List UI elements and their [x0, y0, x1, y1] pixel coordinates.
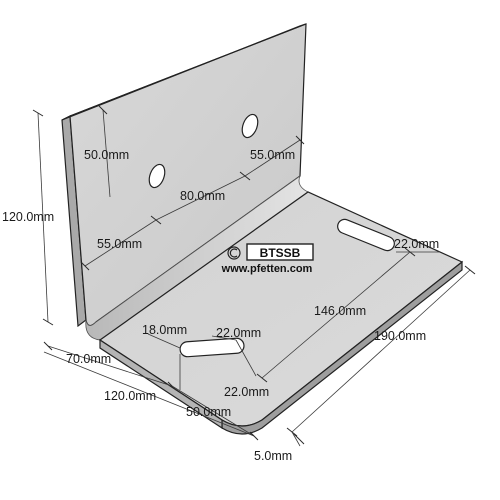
dim-hole-left-edge: 55.0mm	[97, 237, 142, 251]
dim-base-depth: 70.0mm	[66, 352, 111, 366]
vertical-hole-left	[148, 163, 166, 189]
brand-marking: BTSSB www.pfetten.com	[221, 243, 314, 275]
vertical-plate	[61, 23, 307, 328]
dim-slot-right-end: 22.0mm	[394, 237, 439, 251]
dim-thickness: 5.0mm	[254, 449, 292, 463]
website-text: www.pfetten.com	[221, 263, 313, 275]
dim-slot-front-edge: 22.0mm	[224, 385, 269, 399]
dim-hole-vertical: 50.0mm	[84, 148, 129, 162]
dim-total-length: 190.0mm	[374, 329, 426, 343]
dim-slot-front-offset: 50.0mm	[186, 405, 231, 419]
dim-base-width: 120.0mm	[104, 389, 156, 403]
dim-height: 120.0mm	[2, 210, 54, 224]
dim-hole-spacing: 80.0mm	[180, 189, 225, 203]
dimension-labels: 120.0mm 50.0mm 55.0mm 80.0mm 55.0mm 22.0…	[2, 148, 439, 463]
dim-slot-spacing: 146.0mm	[314, 304, 366, 318]
base-plate	[98, 191, 464, 435]
brand-mark: BTSSB	[260, 246, 301, 260]
bend-radius	[85, 174, 309, 341]
dim-slot-length: 18.0mm	[142, 323, 187, 337]
brand-box	[246, 243, 314, 261]
dim-hole-right-edge: 55.0mm	[250, 148, 295, 162]
base-slot-back	[337, 218, 395, 252]
dimension-lines	[32, 105, 476, 447]
vertical-hole-right	[241, 113, 259, 139]
copyright-icon	[227, 246, 241, 260]
dim-slot-left-edge: 22.0mm	[216, 326, 261, 340]
base-slot-front	[179, 337, 245, 358]
